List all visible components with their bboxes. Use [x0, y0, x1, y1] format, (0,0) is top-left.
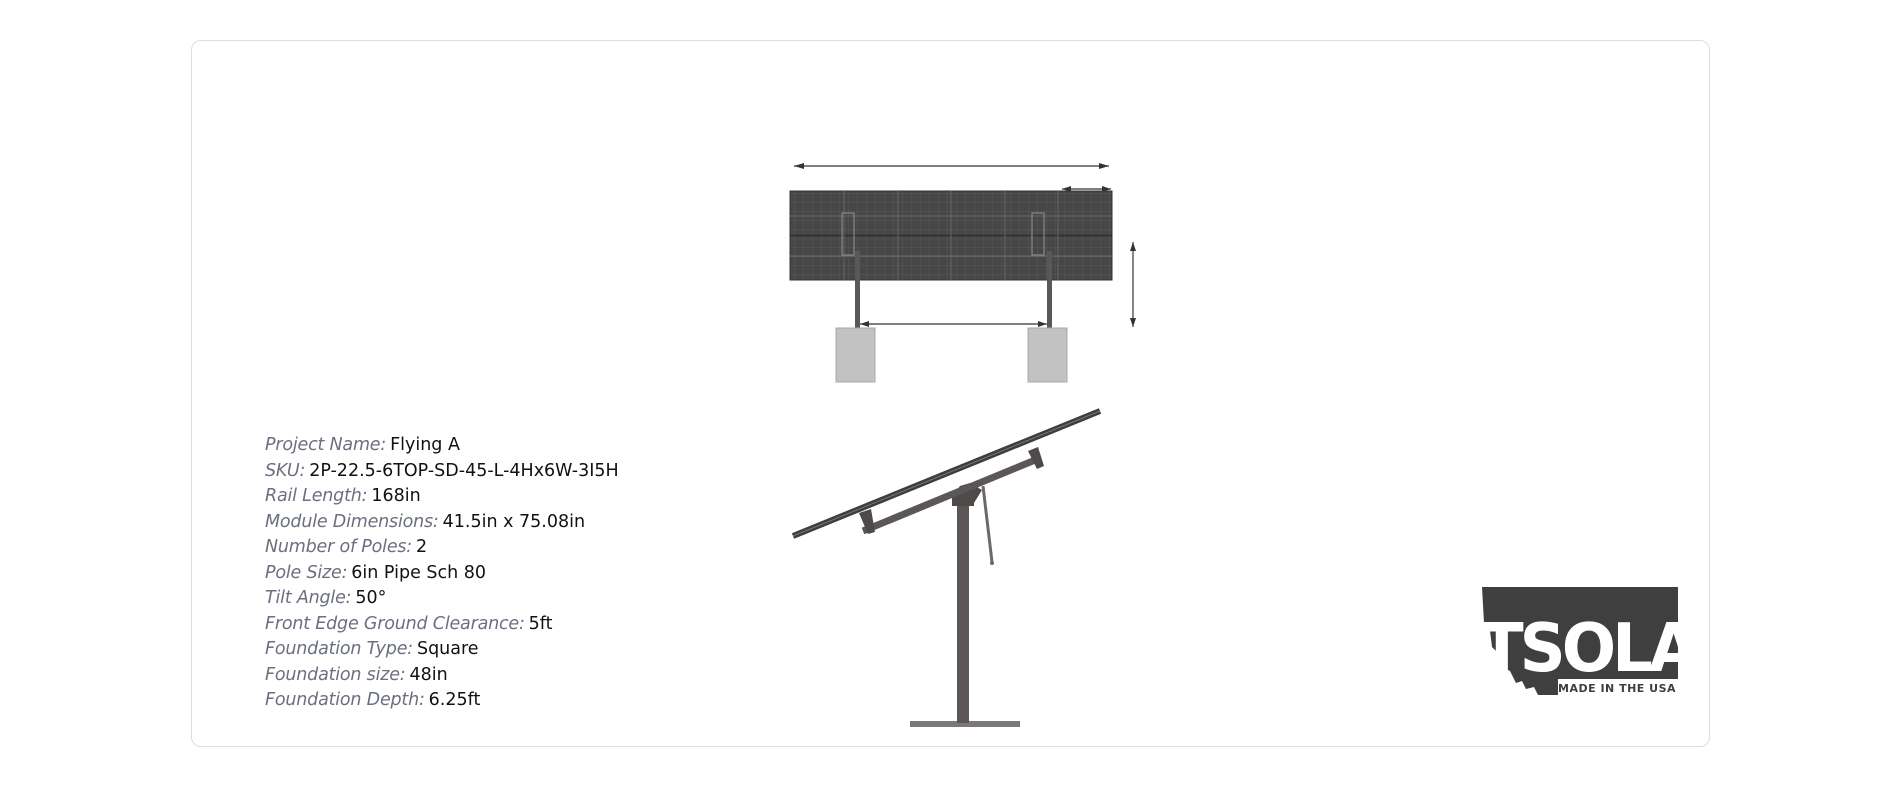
front-foundation-right: [1027, 327, 1068, 383]
spec-row-module-dimensions: Module Dimensions:41.5in x 75.08in: [265, 511, 586, 532]
spec-row-foundation-type: Foundation Type:Square: [265, 639, 479, 659]
spec-row-pole-size: Pole Size:6in Pipe Sch 80: [265, 562, 487, 583]
side-view: [791, 408, 1102, 727]
spec-row-foundation-depth: Foundation Depth:6.25ft: [265, 690, 481, 710]
tilt-actuator: [981, 485, 994, 563]
logo-brand: MTSOLAR: [1480, 610, 1680, 688]
logo-tagline: MADE IN THE USA: [1558, 682, 1676, 695]
height-dimension: [1130, 242, 1136, 327]
pole-spacing-dimension: [860, 321, 1047, 327]
spec-row-project-name: Project Name:Flying A: [265, 435, 460, 455]
front-pole-left: [855, 251, 860, 329]
spec-row-number-of-poles: Number of Poles:2: [265, 537, 428, 557]
front-view: [789, 163, 1136, 383]
spec-row-sku: SKU:2P-22.5-6TOP-SD-45-L-4Hx6W-3I5H: [265, 460, 619, 481]
spec-row-front-edge-clearance: Front Edge Ground Clearance:5ft: [265, 613, 553, 634]
mtsolar-logo: MTSOLAR MADE IN THE USA: [1480, 587, 1680, 695]
state-outline-icon: [1482, 587, 1678, 695]
front-pole-right: [1047, 251, 1052, 329]
support-beam: [861, 454, 1042, 535]
diagram-card: Project Name:Flying A SKU:2P-22.5-6TOP-S…: [191, 40, 1710, 747]
solar-mount-drawing: [789, 163, 1136, 727]
base-plate: [910, 721, 1020, 727]
spec-list: Project Name:Flying A SKU:2P-22.5-6TOP-S…: [265, 433, 685, 714]
front-foundation-left: [835, 327, 876, 383]
spec-row-foundation-size: Foundation size:48in: [265, 664, 448, 685]
side-pole: [957, 499, 969, 723]
panel-array: [789, 190, 1113, 281]
rail-length-dimension: [794, 163, 1109, 169]
spec-row-rail-length: Rail Length:168in: [265, 486, 421, 506]
spec-row-tilt-angle: Tilt Angle:50°: [265, 588, 387, 608]
